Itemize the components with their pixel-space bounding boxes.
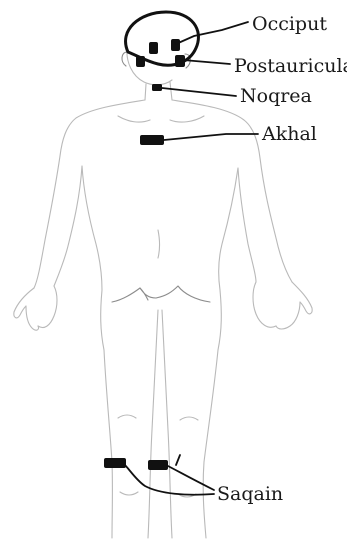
label-saqain: Saqain: [217, 483, 283, 505]
leader-saqain-right-tail: [176, 455, 180, 465]
leader-saqain-right: [166, 465, 214, 490]
label-akhal: Akhal: [261, 123, 317, 145]
marker-occiput-right: [171, 39, 180, 51]
leader-saqain-left: [124, 464, 214, 495]
marker-akhal: [140, 135, 164, 145]
leader-occiput: [176, 22, 248, 44]
marker-occiput-left: [149, 42, 158, 54]
marker-saqain-left: [104, 458, 126, 468]
label-postauricula: Postauricula: [234, 55, 347, 77]
leader-akhal: [164, 134, 258, 140]
marker-saqain-right: [148, 460, 168, 470]
leader-lines: [124, 22, 258, 495]
marker-postauricula-left: [136, 56, 145, 67]
label-noqrea: Noqrea: [240, 85, 312, 107]
leader-noqrea: [162, 88, 236, 96]
electrode-markers: [104, 39, 185, 470]
marker-noqrea: [152, 84, 162, 91]
marker-postauricula-right: [175, 55, 185, 67]
label-occiput: Occiput: [252, 13, 327, 35]
